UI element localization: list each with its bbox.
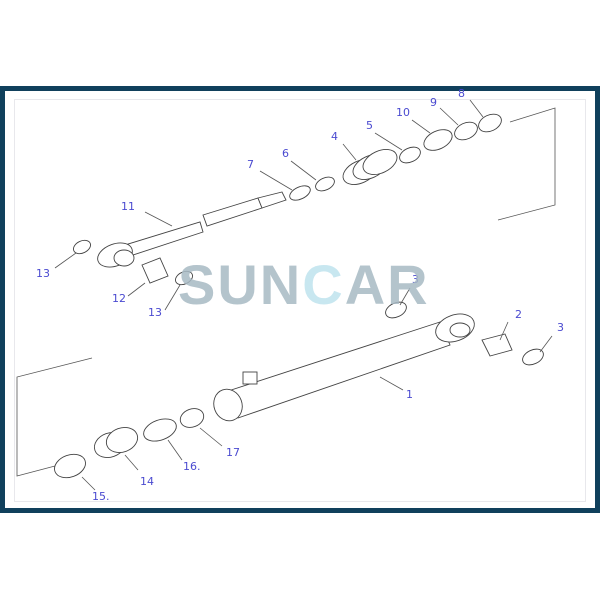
ring-8 — [478, 113, 502, 133]
part-label-12: 12 — [112, 292, 126, 305]
nut-17 — [179, 408, 205, 428]
bushing-12 — [141, 257, 169, 284]
part-label-5: 5 — [366, 119, 373, 132]
piston-14 — [93, 427, 139, 458]
part-label-7: 7 — [247, 158, 254, 171]
lower-group-bracket — [16, 357, 93, 477]
piston-4 — [342, 149, 398, 185]
seal-13a — [73, 239, 91, 255]
watermark-accent: C — [302, 253, 345, 316]
ring-6 — [315, 176, 335, 192]
seal-13b — [175, 270, 193, 286]
leader-lines — [54, 99, 553, 491]
nut-15 — [54, 453, 86, 479]
upper-group-bracket — [497, 107, 556, 221]
part-label-8: 8 — [458, 87, 465, 100]
ring-9 — [454, 121, 478, 141]
part-label-6: 6 — [282, 147, 289, 160]
seal-3a — [522, 348, 544, 366]
part-label-1: 1 — [406, 388, 413, 401]
watermark-logo: SUNCAR — [178, 252, 430, 317]
part-label-10: 10 — [396, 106, 410, 119]
part-label-13a: 13 — [36, 267, 50, 280]
part-label-14: 14 — [140, 475, 154, 488]
part-label-16: 16. — [183, 460, 201, 473]
part-label-9: 9 — [430, 96, 437, 109]
cylinder-tube-1 — [213, 313, 475, 422]
seal-3b — [385, 301, 407, 319]
piston-rod-11 — [97, 191, 287, 268]
part-label-11: 11 — [121, 200, 135, 213]
diagram-inner-border — [14, 99, 586, 502]
watermark-suffix: AR — [344, 253, 430, 316]
part-label-15: 15. — [92, 490, 110, 503]
ring-10 — [423, 129, 453, 151]
bushing-2 — [481, 333, 513, 357]
part-label-3a: 3 — [557, 321, 564, 334]
part-label-17: 17 — [226, 446, 240, 459]
ring-7 — [289, 185, 311, 201]
watermark-prefix: SUN — [178, 253, 303, 316]
part-label-3b: 3 — [412, 273, 419, 286]
part-label-13b: 13 — [148, 306, 162, 319]
part-label-4: 4 — [331, 130, 338, 143]
ring-5 — [399, 146, 421, 164]
part-label-2: 2 — [515, 308, 522, 321]
ring-16 — [143, 418, 177, 442]
